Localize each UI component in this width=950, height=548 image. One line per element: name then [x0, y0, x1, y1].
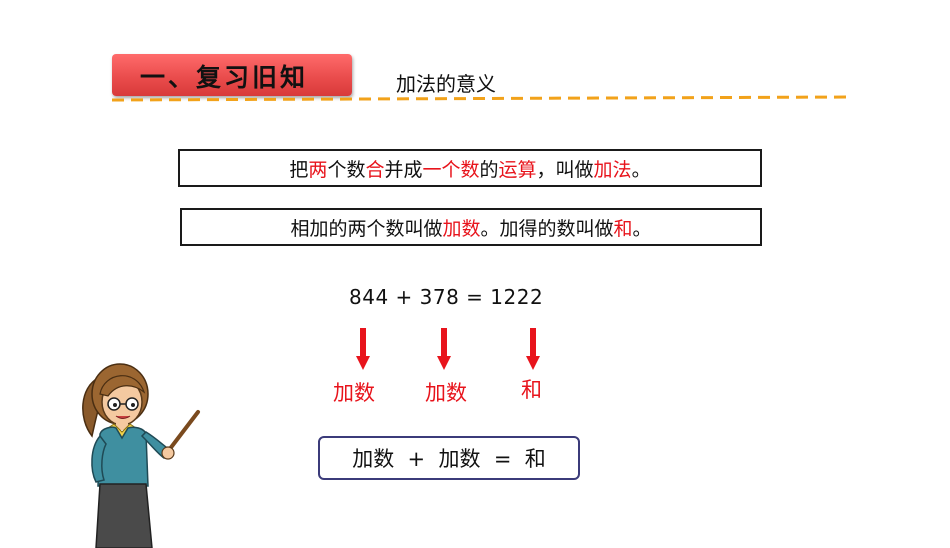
- formula-text: 加数 + 加数 = 和: [352, 447, 546, 471]
- highlighted-term: 运算: [498, 158, 537, 181]
- definition-addition: 把两个数合并成一个数的运算，叫做加法。: [178, 149, 762, 187]
- topic-title: 加法的意义: [396, 72, 496, 96]
- definition-text: 的: [479, 158, 499, 181]
- highlighted-term: 合: [365, 158, 385, 181]
- down-arrow-icon: [356, 328, 370, 370]
- definition-text: ，叫做: [536, 158, 594, 181]
- definition-text: 。: [632, 217, 652, 240]
- definition-text: 并成: [384, 158, 423, 181]
- section-badge: 一、复习旧知: [112, 54, 352, 96]
- highlighted-term: 一个数: [422, 158, 480, 181]
- formula-box: 加数 + 加数 = 和: [318, 436, 580, 480]
- definition-addend-sum: 相加的两个数叫做加数。加得的数叫做和。: [180, 208, 762, 246]
- example-equation: 844 + 378 = 1222: [349, 285, 544, 309]
- down-arrow-icon: [526, 328, 540, 370]
- highlighted-term: 和: [613, 217, 633, 240]
- definition-text: 把: [289, 158, 309, 181]
- teacher-illustration: [82, 363, 200, 548]
- definition-text: 相加的两个数叫做: [290, 217, 443, 240]
- highlighted-term: 加数: [442, 217, 481, 240]
- down-arrow-icon: [437, 328, 451, 370]
- header-divider: [112, 95, 852, 102]
- label-sum: 和: [521, 378, 542, 402]
- highlighted-term: 加法: [593, 158, 632, 181]
- definition-text: 。加得的数叫做: [480, 217, 614, 240]
- section-label: 一、复习旧知: [140, 63, 309, 92]
- highlighted-term: 两: [308, 158, 328, 181]
- definition-text: 个数: [327, 158, 366, 181]
- definition-text: 。: [631, 158, 651, 181]
- label-addend-2: 加数: [425, 381, 467, 405]
- label-addend-1: 加数: [333, 381, 375, 405]
